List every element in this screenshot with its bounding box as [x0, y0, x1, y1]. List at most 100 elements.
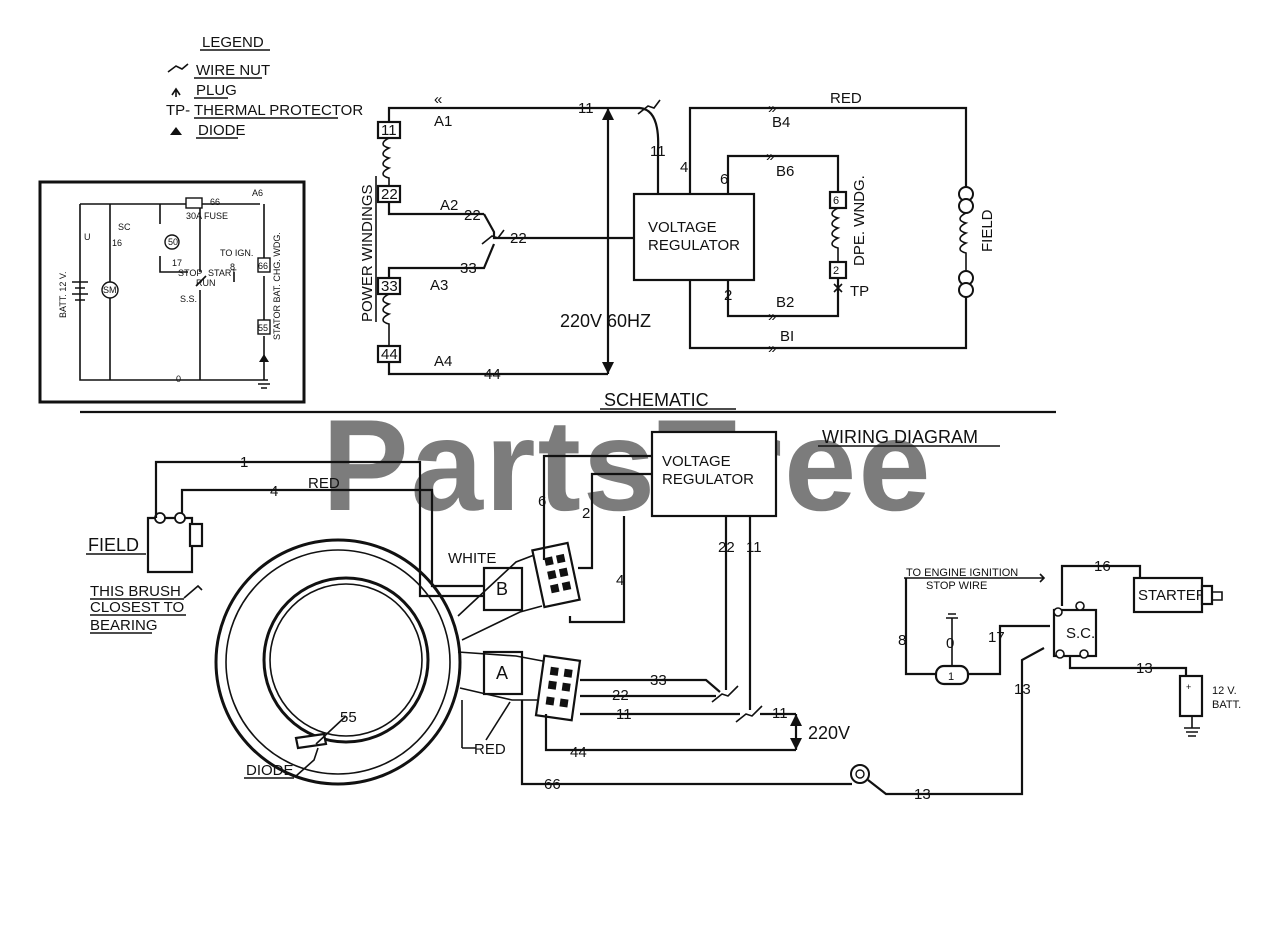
- w-w11b: 11: [616, 706, 632, 723]
- watermark-text: PartsTree: [322, 392, 933, 538]
- battery-plus: +: [1186, 682, 1191, 692]
- inset-u: U: [84, 232, 91, 242]
- s-pin2: 2: [833, 265, 839, 277]
- w-field: FIELD: [88, 535, 139, 555]
- w-w13: 13: [914, 786, 931, 803]
- s-a3: A3: [430, 277, 448, 294]
- term-33: 33: [381, 278, 398, 295]
- s-arrow-b4: »: [768, 100, 776, 117]
- w-engine-1: TO ENGINE IGNITION: [906, 567, 1018, 579]
- w-sc: S.C.: [1066, 625, 1095, 642]
- wire-nut-icon: [637, 99, 661, 115]
- diode-icon: [170, 127, 182, 135]
- inset-fuse: 30A FUSE: [186, 211, 228, 221]
- s-a2: A2: [440, 197, 458, 214]
- term-11: 11: [381, 122, 397, 139]
- plug-icon: [171, 87, 181, 97]
- w-reg-2: REGULATOR: [662, 471, 754, 488]
- term-22: 22: [381, 186, 398, 203]
- w-plug-b: B: [496, 579, 508, 599]
- ignition-switch-mark: 1: [948, 671, 954, 683]
- w-batt-2: BATT.: [1212, 699, 1241, 711]
- s-dpe: DPE. WNDG.: [851, 175, 868, 266]
- s-b6: B6: [776, 163, 794, 180]
- term-44: 44: [381, 346, 398, 363]
- s-w22b: 22: [510, 230, 527, 247]
- w-w6: 6: [538, 493, 546, 510]
- s-w4: 4: [680, 159, 688, 176]
- inset-w66: 66: [210, 197, 220, 207]
- s-w11-vert: 11: [650, 143, 666, 160]
- wire-nut-icon: [167, 63, 189, 73]
- s-b2: B2: [776, 294, 794, 311]
- w-brush-1: THIS BRUSH: [90, 583, 181, 600]
- w-w13b: 13: [1014, 681, 1031, 698]
- s-arrow-a1: «: [434, 91, 442, 108]
- legend-title: LEGEND: [202, 34, 264, 51]
- inset-stator: STATOR BAT. CHG. WDG.: [272, 232, 282, 340]
- inset-pin55: 55: [258, 323, 268, 333]
- schematic: 11 22 33 44 POWER WINDINGS « A1 11 11 A2…: [359, 90, 996, 410]
- w-w17: 17: [988, 629, 1005, 646]
- power-windings-label: POWER WINDINGS: [359, 185, 376, 323]
- legend-wire-nut: WIRE NUT: [196, 62, 270, 79]
- s-w6: 6: [720, 171, 728, 188]
- s-w11: 11: [578, 100, 594, 117]
- s-field: FIELD: [979, 209, 996, 252]
- w-w8: 8: [898, 632, 906, 649]
- legend-diode: DIODE: [198, 122, 246, 139]
- w-diode: DIODE: [246, 762, 294, 779]
- w-brush-3: BEARING: [90, 617, 158, 634]
- w-white: WHITE: [448, 550, 496, 567]
- s-arrow-b6: »: [766, 148, 774, 165]
- inset-w50: 50: [168, 237, 178, 247]
- s-w2: 2: [724, 287, 732, 304]
- w-w2: 2: [582, 505, 590, 522]
- w-w44: 44: [570, 744, 587, 761]
- w-w4: 4: [270, 483, 278, 500]
- s-reg-2: REGULATOR: [648, 237, 740, 254]
- s-arrow-bi: »: [768, 340, 776, 357]
- w-w22b: 22: [612, 687, 629, 704]
- w-w13c: 13: [1136, 660, 1153, 677]
- w-w11c: 11: [772, 705, 788, 722]
- w-w22: 22: [718, 539, 735, 556]
- legend-thermal-protector: THERMAL PROTECTOR: [194, 102, 363, 119]
- w-plug-a: A: [496, 663, 508, 683]
- schematic-title: SCHEMATIC: [604, 390, 709, 410]
- w-engine-2: STOP WIRE: [926, 580, 987, 592]
- w-w16: 16: [1094, 558, 1111, 575]
- s-a1: A1: [434, 113, 452, 130]
- s-tp: TP: [850, 283, 869, 300]
- inset-sm: SM: [103, 285, 117, 295]
- w-w55: 55: [340, 709, 357, 726]
- legend-plug: PLUG: [196, 82, 237, 99]
- s-bi: BI: [780, 328, 794, 345]
- s-arrow-b2: »: [768, 308, 776, 325]
- w-w4b: 4: [616, 572, 624, 589]
- inset-batt: BATT. 12 V.: [58, 271, 68, 318]
- w-w33: 33: [650, 672, 667, 689]
- w-w66: 66: [544, 776, 561, 793]
- s-pin6: 6: [833, 195, 839, 207]
- legend: LEGEND WIRE NUT PLUG TP- THERMAL PROTECT…: [166, 34, 363, 139]
- w-w0: 0: [946, 635, 954, 652]
- wire-nut-icon: [711, 685, 739, 703]
- s-reg-1: VOLTAGE: [648, 219, 717, 236]
- w-reg-1: VOLTAGE: [662, 453, 731, 470]
- w-w11: 11: [746, 539, 762, 556]
- w-w1: 1: [240, 454, 248, 471]
- inset-w17: 17: [172, 258, 182, 268]
- w-brush-2: CLOSEST TO: [90, 599, 184, 616]
- wiring-title: WIRING DIAGRAM: [822, 427, 978, 447]
- w-v220: 220V: [808, 723, 850, 743]
- inset-pin66: 66: [258, 261, 268, 271]
- wire-nut-icon: [481, 229, 505, 245]
- s-voltage: 220V 60HZ: [560, 311, 651, 331]
- inset-w0: 0: [176, 374, 181, 384]
- w-batt-1: 12 V.: [1212, 685, 1237, 697]
- s-b4: B4: [772, 114, 790, 131]
- inset-run: RUN: [196, 278, 216, 288]
- inset-to-ign: TO IGN.: [220, 248, 253, 258]
